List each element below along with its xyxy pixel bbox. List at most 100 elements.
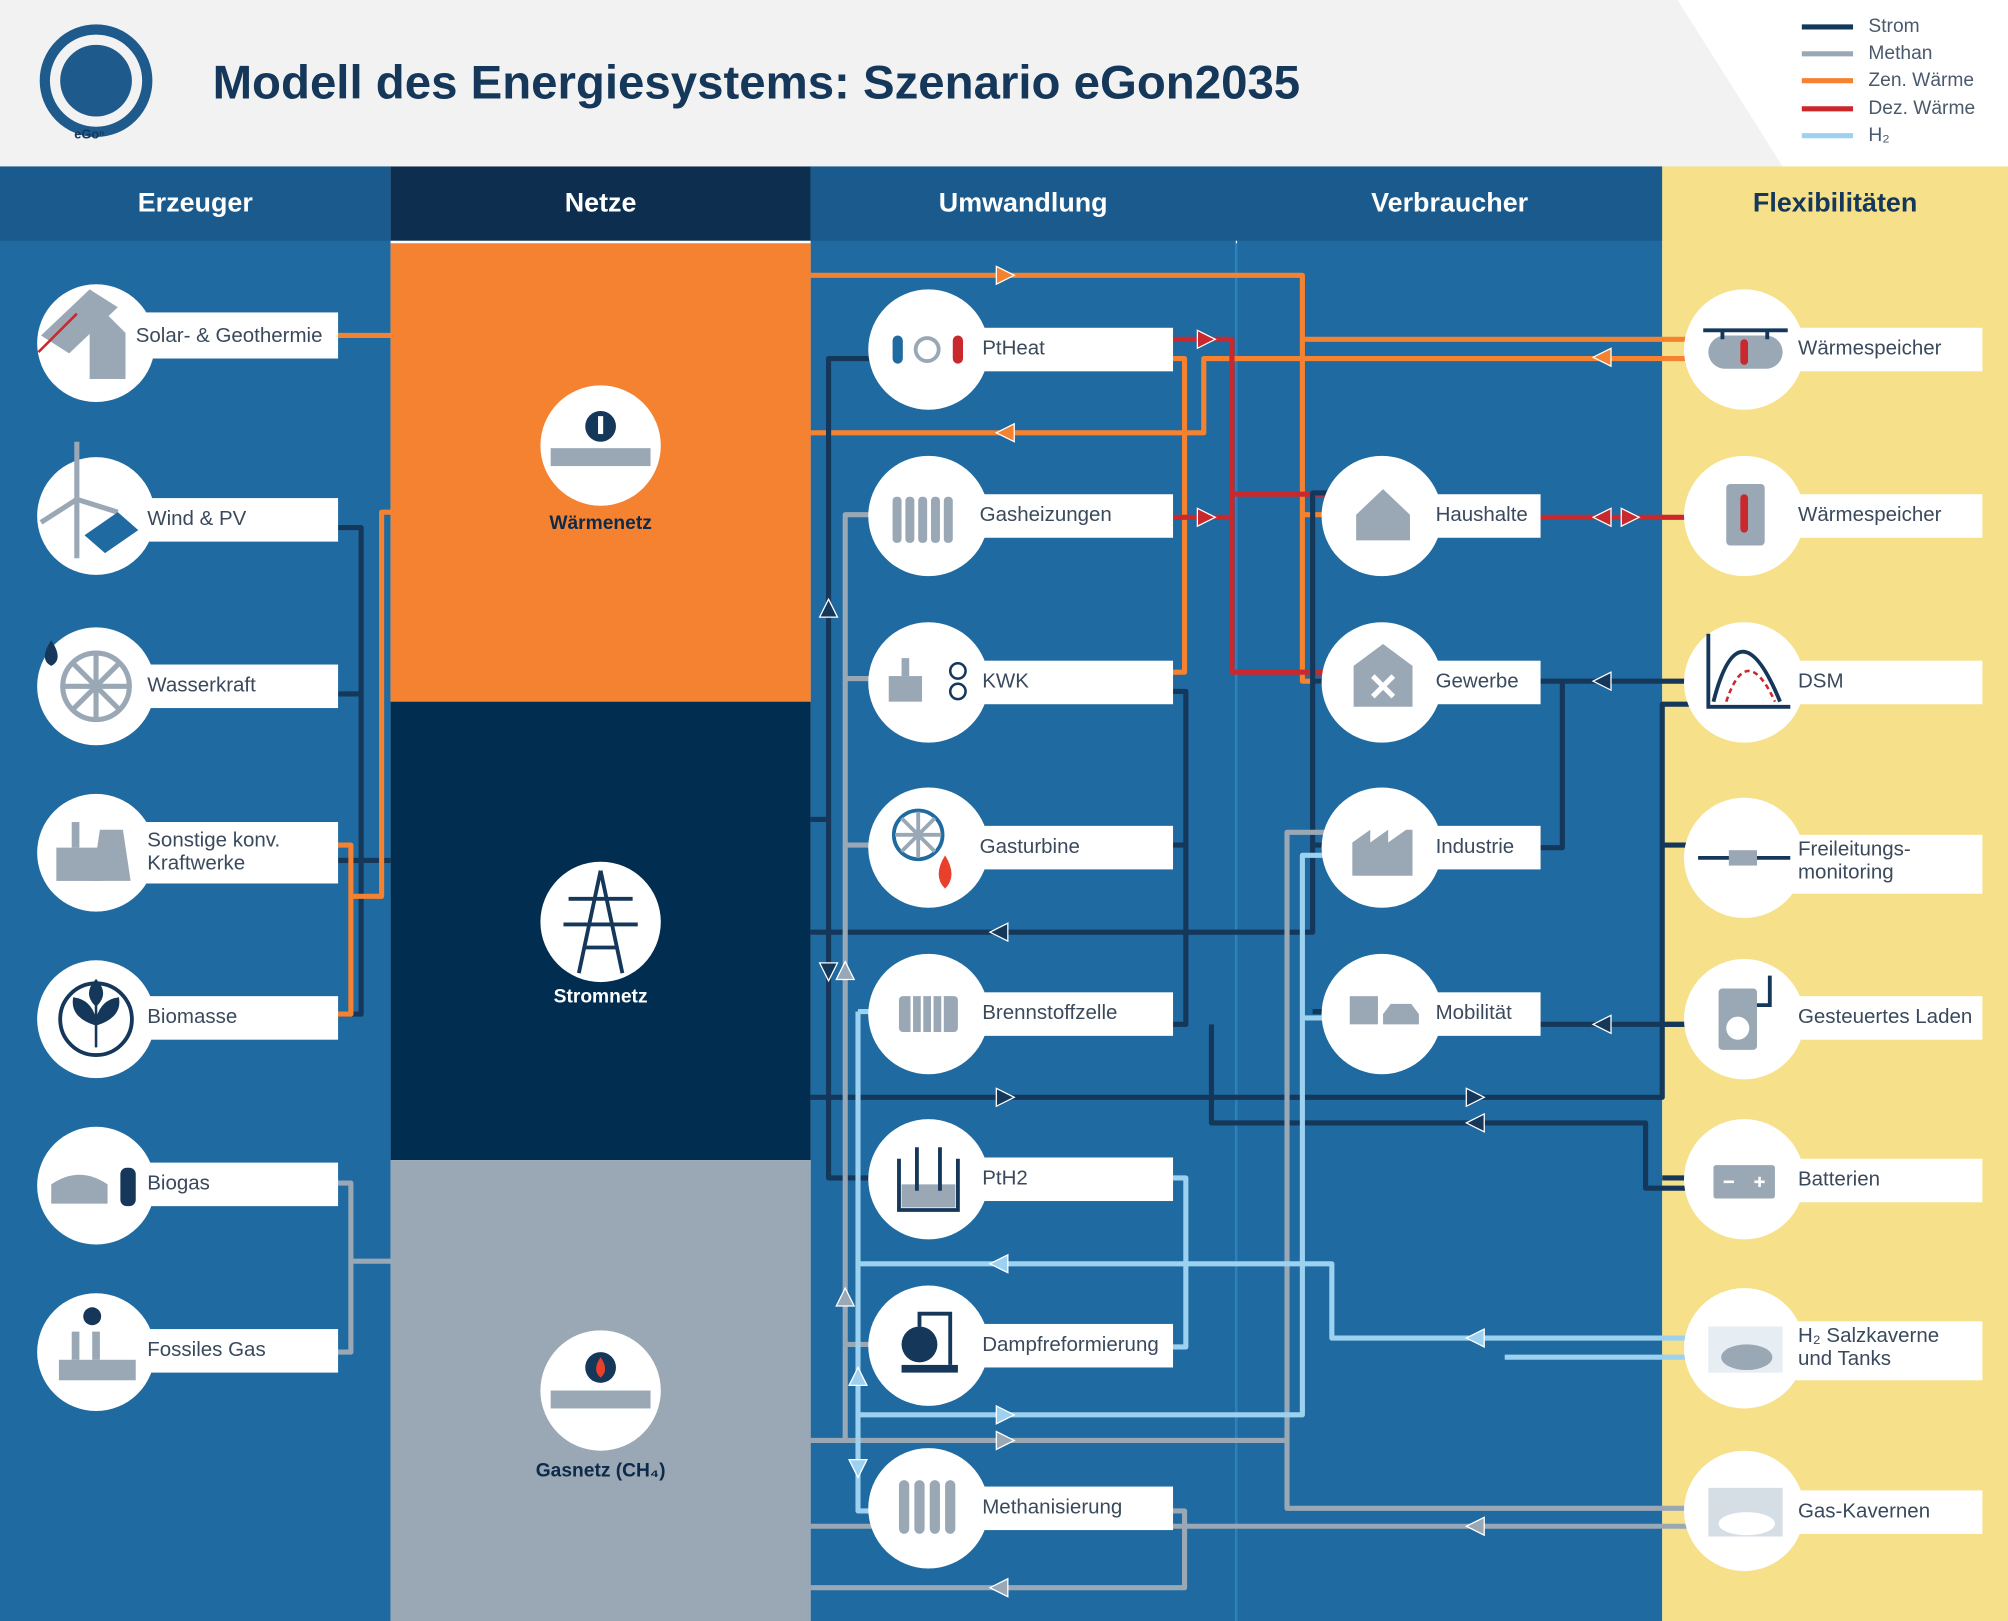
plant-tower: [92, 829, 131, 881]
methanation-icon: [868, 1448, 989, 1569]
conversion-label: Brennstoffzelle: [982, 1002, 1118, 1025]
waerme-thermo: [598, 416, 604, 435]
fossil-base: [58, 1359, 136, 1381]
solar-panel-shape: [40, 289, 118, 354]
legend-methan: Methan: [1868, 42, 1933, 65]
waermenetz-circle: [540, 385, 661, 506]
flex-label: Wärmespeicher: [1797, 338, 1942, 360]
flex-label: Wärmespeicher: [1797, 504, 1942, 527]
producer-box-3: [122, 664, 339, 709]
producer-label: Fossiles Gas: [147, 1339, 266, 1362]
flex-header-bar: [1662, 166, 2008, 241]
conv-box-4: [954, 825, 1174, 870]
waermenetz-label: Wärmenetz: [549, 512, 652, 534]
line-gas-producers: [338, 1180, 391, 1355]
chp-circ-2: [948, 682, 967, 701]
flex-box-3: [1773, 660, 1983, 705]
dsm-curve-shift: [1725, 669, 1777, 703]
arrow-heat-3: [1591, 347, 1612, 368]
logo-inner: [60, 44, 132, 117]
factory-shape: [1352, 829, 1413, 876]
commerce-gears: [1371, 674, 1396, 699]
pv-panel: [84, 512, 139, 554]
fuelcell-body: [898, 996, 958, 1033]
netze-header-bar: [390, 166, 811, 241]
consumer-label: Industrie: [1435, 836, 1515, 858]
house-shape: [1356, 489, 1410, 541]
arrow-dez-4: [1620, 507, 1641, 528]
radiator-fins: [892, 496, 953, 543]
chp-circ-1: [948, 661, 967, 680]
conv-box-3: [954, 660, 1174, 705]
conv-box-8: [954, 1486, 1174, 1531]
car-body: [1383, 1003, 1419, 1025]
fossil-smoke: [83, 1307, 102, 1326]
charger-gauge: [1726, 1016, 1750, 1040]
logo-text: eGoⁿ: [74, 128, 105, 143]
wind-pv-icon: [37, 457, 155, 575]
line-gas-main: [810, 829, 1341, 1444]
chp-body: [888, 676, 923, 702]
producer-label: Solar- & Geothermie: [135, 325, 323, 347]
geo-pipe-red: [37, 312, 78, 354]
electrolysis-water: [901, 1184, 956, 1208]
producer-label: Biomasse: [147, 1006, 238, 1029]
arrow-dez-2: [1196, 507, 1217, 528]
conversion-label: Dampfreformierung: [982, 1334, 1159, 1356]
conv-box-5: [954, 992, 1174, 1036]
producer-label: Wasserkraft: [147, 674, 256, 697]
arrow-gas-r: [995, 1430, 1016, 1451]
line-gas-cavern: [1284, 1440, 1717, 1511]
wind-tower: [74, 499, 80, 559]
conversion-label: PtHeat: [982, 338, 1045, 360]
flex-box-8: [1773, 1490, 1983, 1534]
consumer-label: Gewerbe: [1435, 670, 1519, 693]
arrow-strom-up: [818, 597, 839, 618]
header-netze: Netze: [564, 188, 637, 218]
plant-chimney: [71, 822, 80, 848]
erzeuger-header-bar: [0, 166, 391, 241]
producer-label: Sonstige konv. Kraftwerke: [147, 829, 281, 875]
arrow-gas-up1: [835, 960, 856, 981]
arrow-strom-2: [995, 1087, 1016, 1108]
gas-flame: [596, 1357, 606, 1378]
monitoring-device: [1728, 850, 1757, 866]
chp-icon: [868, 622, 989, 743]
dsm-curve-icon: [1684, 622, 1805, 743]
storage-tank-pipes: [1703, 328, 1788, 340]
storage-tank-thermo: [1740, 339, 1749, 365]
hydro-spokes: [62, 653, 130, 720]
header-flex: Flexibilitäten: [1752, 188, 1918, 218]
header-verbraucher: Verbraucher: [1371, 188, 1529, 218]
electrolysis-icon: [868, 1119, 989, 1240]
geothermal-house-shape: [89, 314, 126, 380]
dsm-axes: [1706, 633, 1791, 709]
producer-box-7: [122, 1329, 339, 1373]
arrow-h2-down: [848, 1459, 869, 1480]
gas-cavern: [1718, 1512, 1775, 1536]
flex-label: Batterien: [1797, 1169, 1880, 1191]
gasnetz-label: Gasnetz (CH₄): [535, 1459, 666, 1482]
biogas-dome: [51, 1174, 108, 1204]
dsm-curve: [1711, 650, 1782, 703]
line-strom-ptheat: [810, 355, 897, 823]
arrow-strom-6: [1591, 1014, 1612, 1035]
page-title: Modell des Energiesystems: Szenario eGon…: [212, 56, 1301, 109]
heat-storage-thermo: [1740, 494, 1749, 533]
wind-blade-3: [76, 496, 119, 515]
producer-box-4: [122, 822, 339, 884]
flex-box-2: [1773, 494, 1983, 538]
conversion-label: Methanisierung: [982, 1496, 1123, 1519]
logo-ring: [39, 24, 153, 138]
line-heat-top: [810, 272, 1341, 518]
arrow-gas-up2: [835, 1286, 856, 1307]
radiator-icon: [868, 455, 989, 577]
arrow-strom-3: [1465, 1087, 1486, 1108]
producer-box-6: [122, 1162, 339, 1207]
producer-box-1: [122, 312, 339, 359]
umwandlung-header-bar: [810, 166, 1663, 241]
stromnetz-circle: [540, 861, 661, 983]
commerce-shape: [1353, 644, 1413, 707]
stromnetz-label: Stromnetz: [553, 985, 648, 1008]
header-umwandlung: Umwandlung: [938, 188, 1108, 218]
